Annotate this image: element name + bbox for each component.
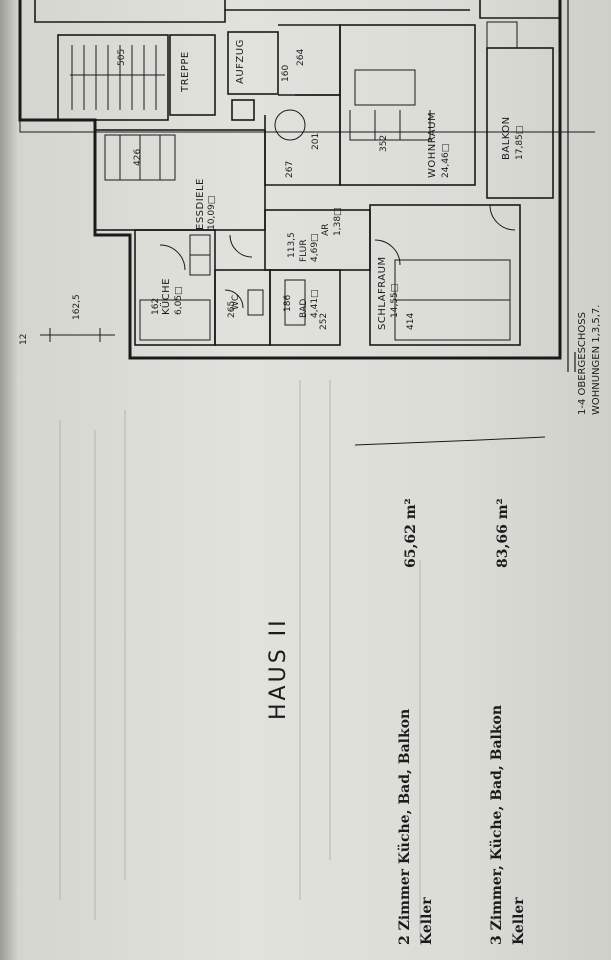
dimension-label: 252 <box>319 312 329 330</box>
room-area-essdiele: 10,09□ <box>207 195 217 230</box>
room-label-balkon: BALKON <box>501 116 512 160</box>
scan-streaks <box>59 380 421 940</box>
outer-wall <box>18 0 562 360</box>
dimension-label: 505 <box>117 48 127 66</box>
dimension-label: 113,5 <box>287 232 297 258</box>
dimension-label: 265 <box>227 300 237 318</box>
house-title: HAUS II <box>266 617 291 720</box>
room-label-treppe: TREPPE <box>180 51 191 92</box>
schlafraum-walls <box>369 204 521 346</box>
door-swings <box>159 204 516 309</box>
unit-1-area: 65,62 m² <box>403 498 419 568</box>
dimension-label: 267 <box>285 160 295 178</box>
room-area-balkon: 17,85□ <box>515 125 525 160</box>
treppe-box <box>169 34 216 116</box>
dimension-label: 352 <box>379 134 389 152</box>
top-strip-wall <box>34 0 226 23</box>
stair-treads <box>70 45 165 110</box>
room-label-aufzug: AUFZUG <box>235 39 246 84</box>
dimension-label: 414 <box>406 312 416 330</box>
dimension-label: 186 <box>283 294 293 312</box>
room-area-wohnraum: 24,46□ <box>441 143 451 178</box>
dimension-label: 201 <box>311 132 321 150</box>
room-label-bad: BAD <box>299 298 309 318</box>
room-label-flur: FLUR <box>299 239 309 262</box>
balkon-walls <box>486 47 554 199</box>
dimension-label: 160 <box>281 64 291 82</box>
dimension-label: 264 <box>296 48 306 66</box>
dimension-label: 12 <box>19 333 29 345</box>
unit-2-area: 83,66 m² <box>495 498 511 568</box>
unit-2-description: 3 Zimmer, Küche, Bad, Balkon <box>489 704 505 945</box>
dimension-label: 162 <box>151 297 161 315</box>
room-label-ar: AR <box>321 223 331 236</box>
room-label-wohnraum: WOHNRAUM <box>427 111 438 178</box>
floor-note-level: 1-4 OBERGESCHOSS <box>577 312 588 415</box>
stair-well <box>57 34 169 121</box>
floor-boundary-line <box>19 0 595 133</box>
page-edge-shadow <box>0 0 18 960</box>
room-label-schlafraum: SCHLAFRAUM <box>377 256 388 330</box>
unit-2-extra: Keller <box>511 897 527 945</box>
unit-1-description: 2 Zimmer Küche, Bad, Balkon <box>397 708 413 945</box>
room-area-flur: 4,69□ <box>310 233 320 262</box>
unit-1-extra: Keller <box>419 897 435 945</box>
round-table <box>274 109 306 141</box>
room-label-essdiele: ESSDIELE <box>195 178 206 230</box>
room-area-ar: 1,38□ <box>333 207 343 236</box>
floor-note-units: WOHNUNGEN 1,3,5,7. <box>591 304 602 415</box>
room-area-schlafraum: 14,55□ <box>390 283 400 318</box>
room-area-kueche: 6,05□ <box>174 286 184 315</box>
dimension-label: 426 <box>133 148 143 166</box>
elevator-shaft <box>227 31 279 95</box>
dimension-line <box>40 328 115 342</box>
dimension-label: 162,5 <box>72 294 82 320</box>
room-label-kueche: KÜCHE <box>161 278 172 315</box>
